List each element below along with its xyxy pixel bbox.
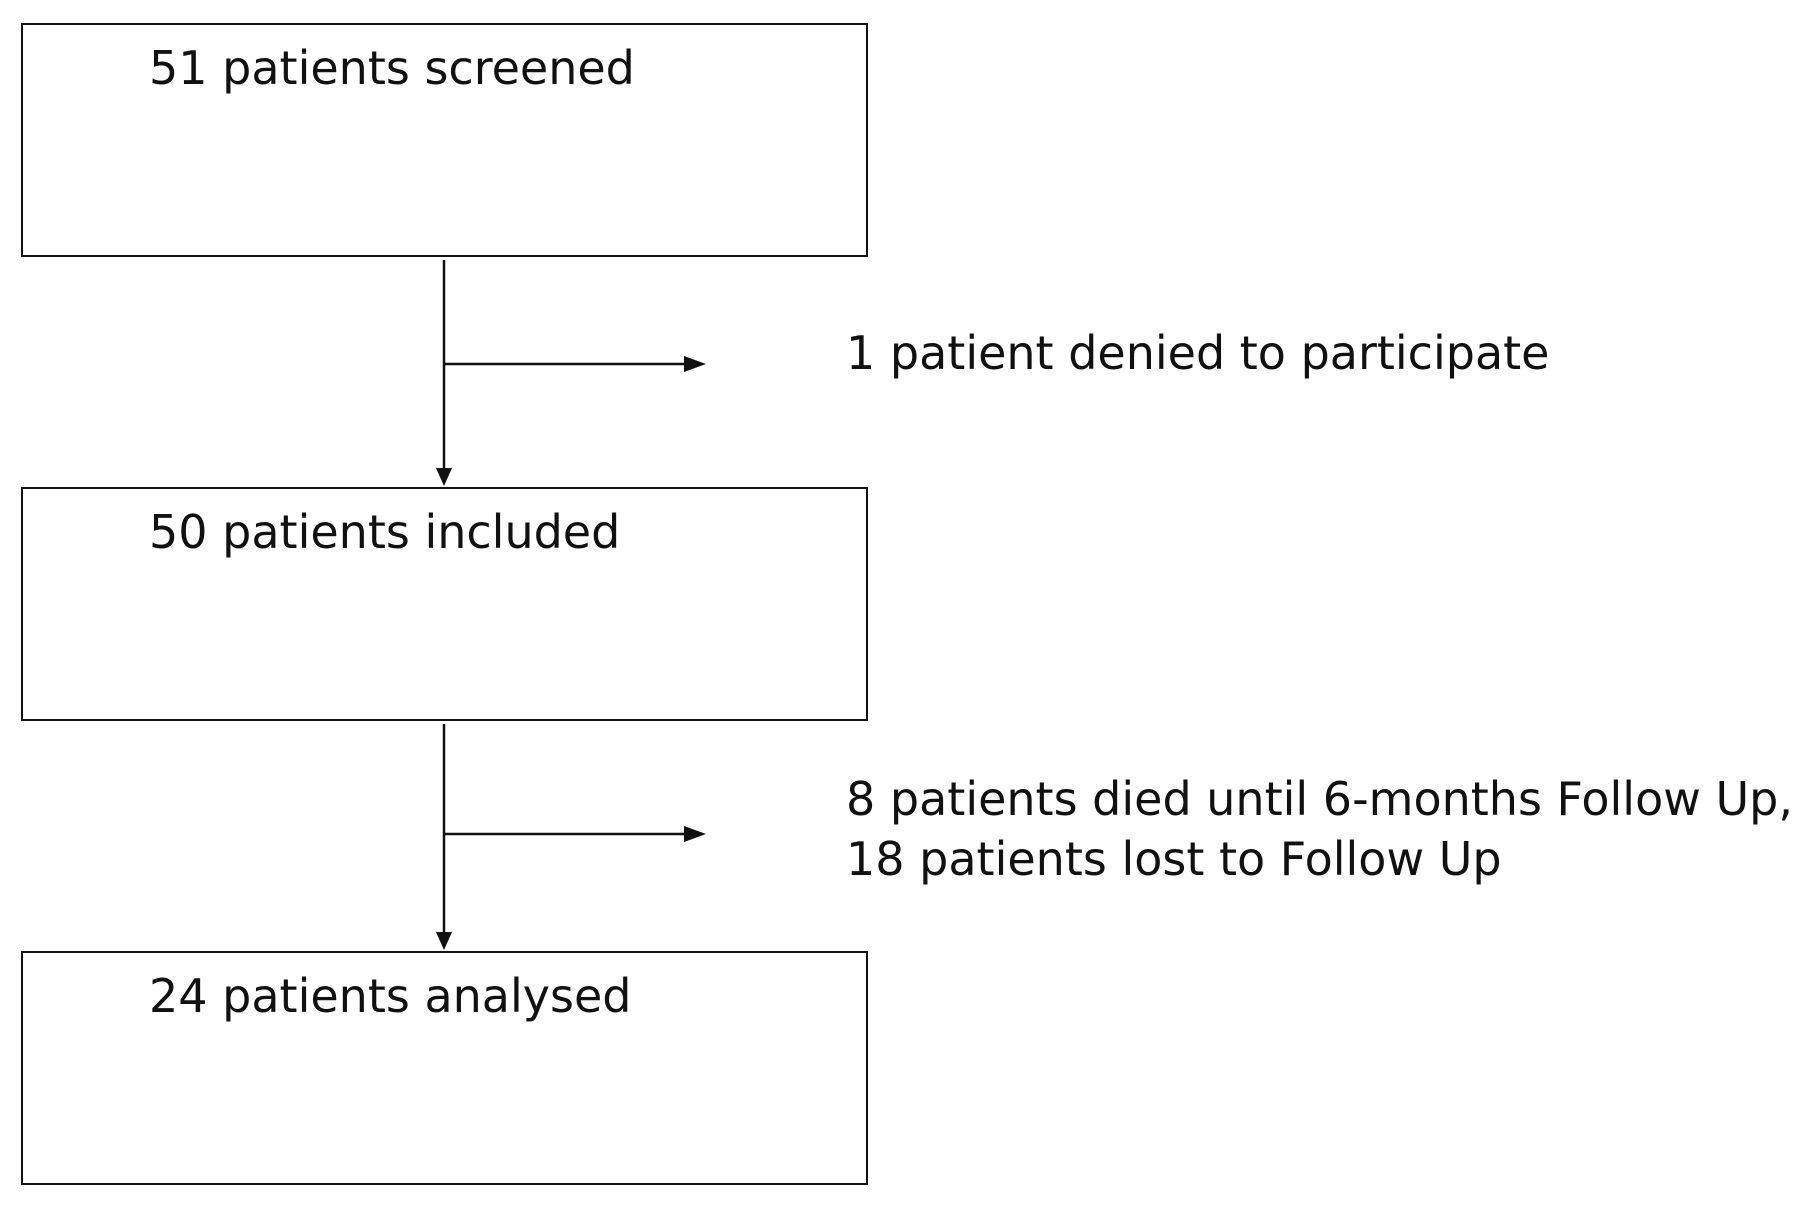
arrowhead-included — [436, 468, 452, 486]
box-analysed-label: 24 patients analysed — [149, 969, 632, 1023]
arrowhead-lost — [684, 826, 706, 842]
box-screened: 51 patients screened — [21, 23, 868, 257]
box-screened-label: 51 patients screened — [149, 41, 635, 95]
exclusion-lost-label: 18 patients lost to Follow Up — [846, 831, 1502, 886]
exclusion-died-label: 8 patients died until 6-months Follow Up… — [846, 772, 1793, 826]
box-included-label: 50 patients included — [149, 505, 621, 559]
arrowhead-denied — [684, 356, 706, 372]
exclusion-died-lost: 8 patients died until 6-months Follow Up… — [846, 770, 1793, 890]
arrowhead-analysed — [436, 932, 452, 950]
box-analysed: 24 patients analysed — [21, 951, 868, 1185]
box-included: 50 patients included — [21, 487, 868, 721]
exclusion-denied: 1 patient denied to participate — [846, 324, 1549, 384]
exclusion-denied-label: 1 patient denied to participate — [846, 326, 1550, 380]
